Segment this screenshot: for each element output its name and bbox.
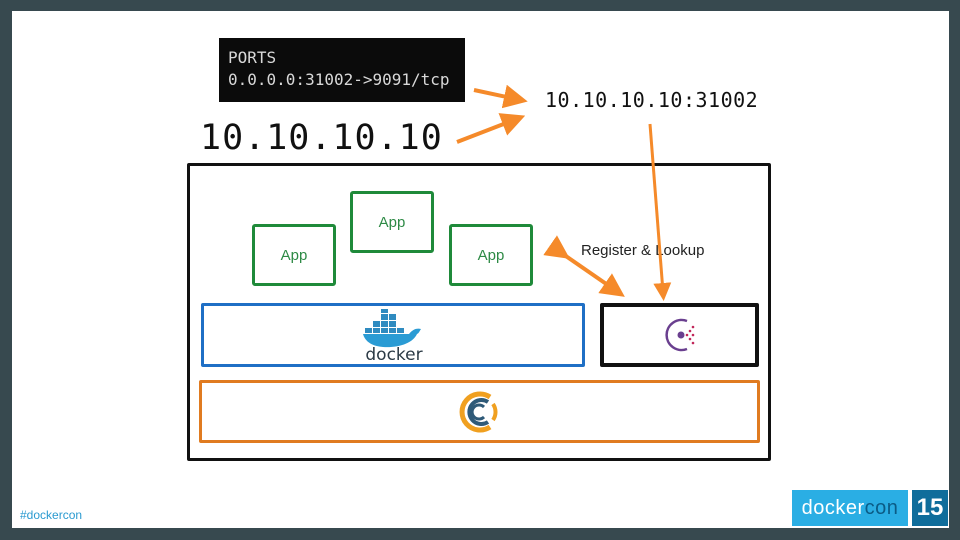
app-label: App — [378, 213, 406, 231]
docker-layer: docker — [201, 303, 585, 367]
host-ip: 10.10.10.10 — [200, 118, 443, 158]
app-box: App — [350, 191, 434, 253]
brand-docker-text: docker — [801, 496, 865, 519]
terminal-ports-output: PORTS 0.0.0.0:31002->9091/tcp — [219, 38, 465, 102]
register-lookup-label: Register & Lookup — [581, 242, 705, 259]
app-box: App — [252, 224, 336, 286]
hashtag: #dockercon — [20, 508, 83, 522]
os-logo-icon — [459, 391, 498, 433]
terminal-port-mapping: 0.0.0.0:31002->9091/tcp — [228, 70, 450, 89]
os-layer — [199, 380, 760, 443]
brand-con-text: con — [864, 496, 899, 519]
app-label: App — [280, 246, 308, 264]
app-label: App — [477, 246, 505, 264]
consul-layer — [600, 303, 759, 367]
service-address: 10.10.10.10:31002 — [545, 88, 759, 112]
consul-logo-icon — [665, 318, 695, 352]
terminal-header: PORTS — [228, 48, 277, 67]
docker-logo-icon: docker — [363, 309, 423, 363]
docker-wordmark: docker — [365, 345, 422, 363]
dockercon-year: 15 — [912, 490, 948, 526]
app-box: App — [449, 224, 533, 286]
host-box — [187, 163, 771, 461]
